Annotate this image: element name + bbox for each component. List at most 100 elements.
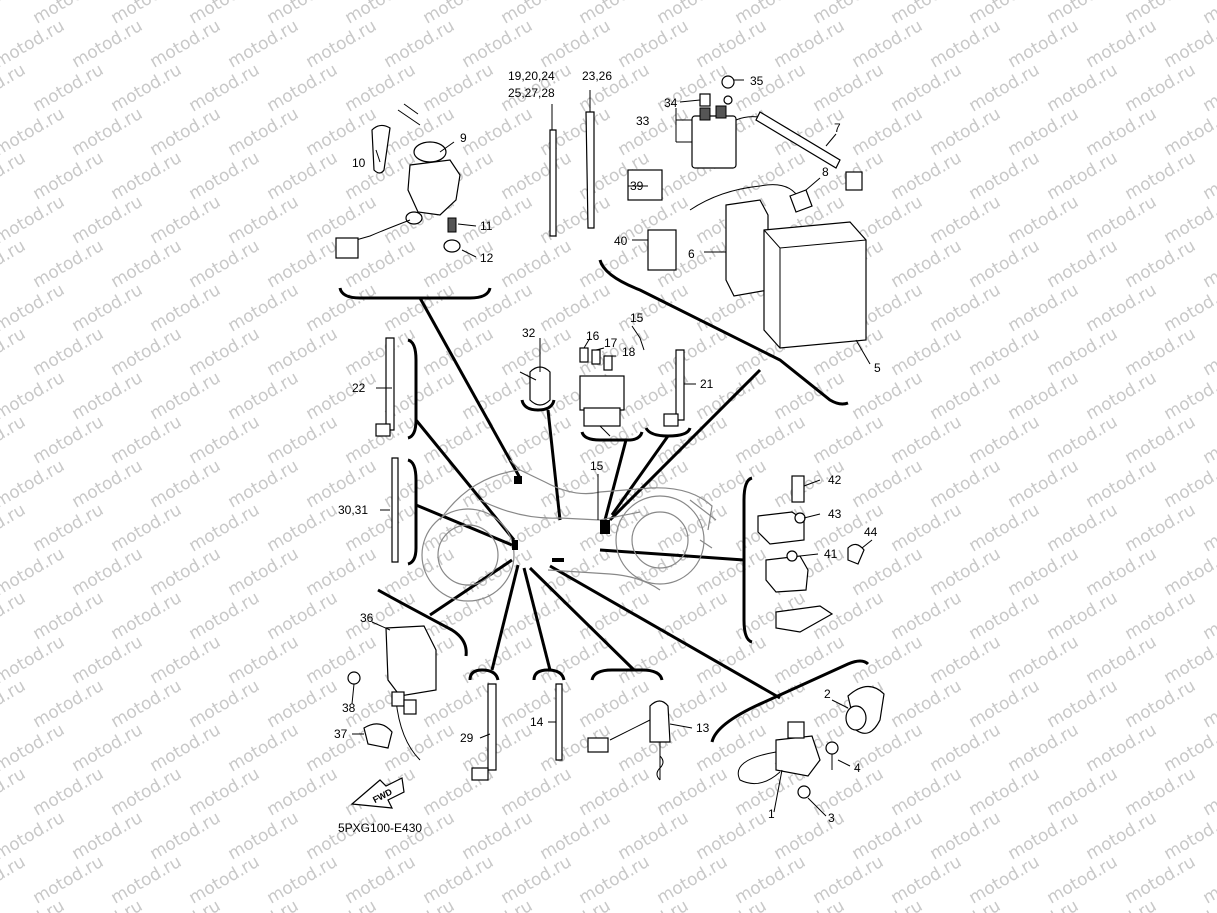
watermark-text: motod.ru	[1083, 808, 1161, 864]
watermark-text: motod.ru	[147, 456, 225, 512]
watermark-text: motod.ru	[186, 236, 264, 292]
callout-8: 8	[822, 165, 829, 179]
callout-14: 14	[530, 715, 544, 729]
watermark-text: motod.ru	[0, 60, 29, 116]
watermark-text: motod.ru	[303, 16, 381, 72]
watermark-text: motod.ru	[576, 852, 654, 908]
watermark-text: motod.ru	[498, 500, 576, 556]
watermark-text: motod.ru	[264, 852, 342, 908]
callout-18: 18	[622, 345, 636, 359]
watermark-text: motod.ru	[147, 544, 225, 600]
watermark-text: motod.ru	[1083, 544, 1161, 600]
watermark-text: motod.ru	[420, 0, 498, 28]
watermark-text: motod.ru	[1005, 456, 1083, 512]
watermark-text: motod.ru	[30, 236, 108, 292]
watermark-text: motod.ru	[381, 280, 459, 336]
watermark-text: motod.ru	[966, 60, 1044, 116]
watermark-text: motod.ru	[147, 192, 225, 248]
watermark-text: motod.ru	[69, 544, 147, 600]
watermark-text: motod.ru	[147, 808, 225, 864]
watermark-text: motod.ru	[927, 808, 1005, 864]
callout-15-top: 15	[630, 311, 644, 325]
watermark-text: motod.ru	[1044, 588, 1122, 644]
watermark-text: motod.ru	[654, 0, 732, 28]
watermark-text: motod.ru	[225, 192, 303, 248]
watermark-text: motod.ru	[225, 16, 303, 72]
watermark-text: motod.ru	[1044, 0, 1122, 28]
watermark-text: motod.ru	[1044, 852, 1122, 908]
watermark-text: motod.ru	[888, 500, 966, 556]
sensor-group-right	[757, 475, 865, 633]
watermark-text: motod.ru	[966, 412, 1044, 468]
watermark-text: motod.ru	[459, 192, 537, 248]
watermark-text: motod.ru	[615, 808, 693, 864]
watermark-text: motod.ru	[771, 896, 849, 913]
watermark-text: motod.ru	[225, 368, 303, 424]
callout-37: 37	[334, 727, 348, 741]
callout-44: 44	[864, 525, 878, 539]
watermark-text: motod.ru	[966, 676, 1044, 732]
callout-6: 6	[688, 247, 695, 261]
watermark-text: motod.ru	[927, 16, 1005, 72]
watermark-text: motod.ru	[225, 104, 303, 160]
watermark-text: motod.ru	[0, 720, 68, 776]
watermark-text: motod.ru	[186, 676, 264, 732]
watermark-text: motod.ru	[0, 0, 29, 28]
watermark-text: motod.ru	[1122, 676, 1200, 732]
watermark-text: motod.ru	[459, 808, 537, 864]
watermark-text: motod.ru	[186, 148, 264, 204]
watermark-text: motod.ru	[459, 16, 537, 72]
watermark-text: motod.ru	[498, 764, 576, 820]
watermark-text: motod.ru	[0, 544, 68, 600]
watermark-text: motod.ru	[0, 500, 29, 556]
ecu-group	[347, 625, 437, 761]
watermark-text: motod.ru	[1122, 324, 1200, 380]
watermark-text: motod.ru	[732, 0, 810, 28]
watermark-text: motod.ru	[693, 544, 771, 600]
watermark-text: motod.ru	[69, 280, 147, 336]
watermark-text: motod.ru	[30, 60, 108, 116]
watermark-text: motod.ru	[537, 896, 615, 913]
watermark-text: motod.ru	[264, 60, 342, 116]
callout-33: 33	[636, 114, 650, 128]
watermark-text: motod.ru	[1122, 588, 1200, 644]
watermark-text: motod.ru	[654, 852, 732, 908]
watermark-text: motod.ru	[1200, 588, 1217, 644]
callout-22: 22	[352, 381, 366, 395]
watermark-text: motod.ru	[303, 368, 381, 424]
watermark-text: motod.ru	[108, 324, 186, 380]
watermark-text: motod.ru	[654, 764, 732, 820]
watermark-text: motod.ru	[264, 236, 342, 292]
watermark-text: motod.ru	[186, 500, 264, 556]
watermark-text: motod.ru	[1122, 852, 1200, 908]
watermark-text: motod.ru	[30, 148, 108, 204]
watermark-text: motod.ru	[264, 412, 342, 468]
watermark-text: motod.ru	[693, 896, 771, 913]
watermark-text: motod.ru	[927, 632, 1005, 688]
watermark-text: motod.ru	[0, 588, 29, 644]
watermark-text: motod.ru	[810, 852, 888, 908]
watermark-text: motod.ru	[1005, 280, 1083, 336]
watermark-text: motod.ru	[966, 852, 1044, 908]
watermark-text: motod.ru	[69, 16, 147, 72]
watermark-text: motod.ru	[147, 104, 225, 160]
watermark-text: motod.ru	[147, 632, 225, 688]
callout-42: 42	[828, 473, 842, 487]
watermark-text: motod.ru	[264, 148, 342, 204]
watermark-text: motod.ru	[69, 104, 147, 160]
watermark-text: motod.ru	[186, 0, 264, 28]
watermark-text: motod.ru	[108, 60, 186, 116]
callout-30-31: 30,31	[338, 503, 368, 517]
callout-23-26: 23,26	[582, 69, 612, 83]
watermark-text: motod.ru	[381, 808, 459, 864]
watermark-text: motod.ru	[1005, 720, 1083, 776]
watermark-text: motod.ru	[1083, 896, 1161, 913]
watermark-text: motod.ru	[693, 808, 771, 864]
watermark-text: motod.ru	[849, 368, 927, 424]
watermark-text: motod.ru	[654, 500, 732, 556]
watermark-text: motod.ru	[0, 148, 29, 204]
callout-38: 38	[342, 701, 356, 715]
watermark-text: motod.ru	[303, 104, 381, 160]
watermark-text: motod.ru	[771, 808, 849, 864]
watermark-text: motod.ru	[1005, 896, 1083, 913]
